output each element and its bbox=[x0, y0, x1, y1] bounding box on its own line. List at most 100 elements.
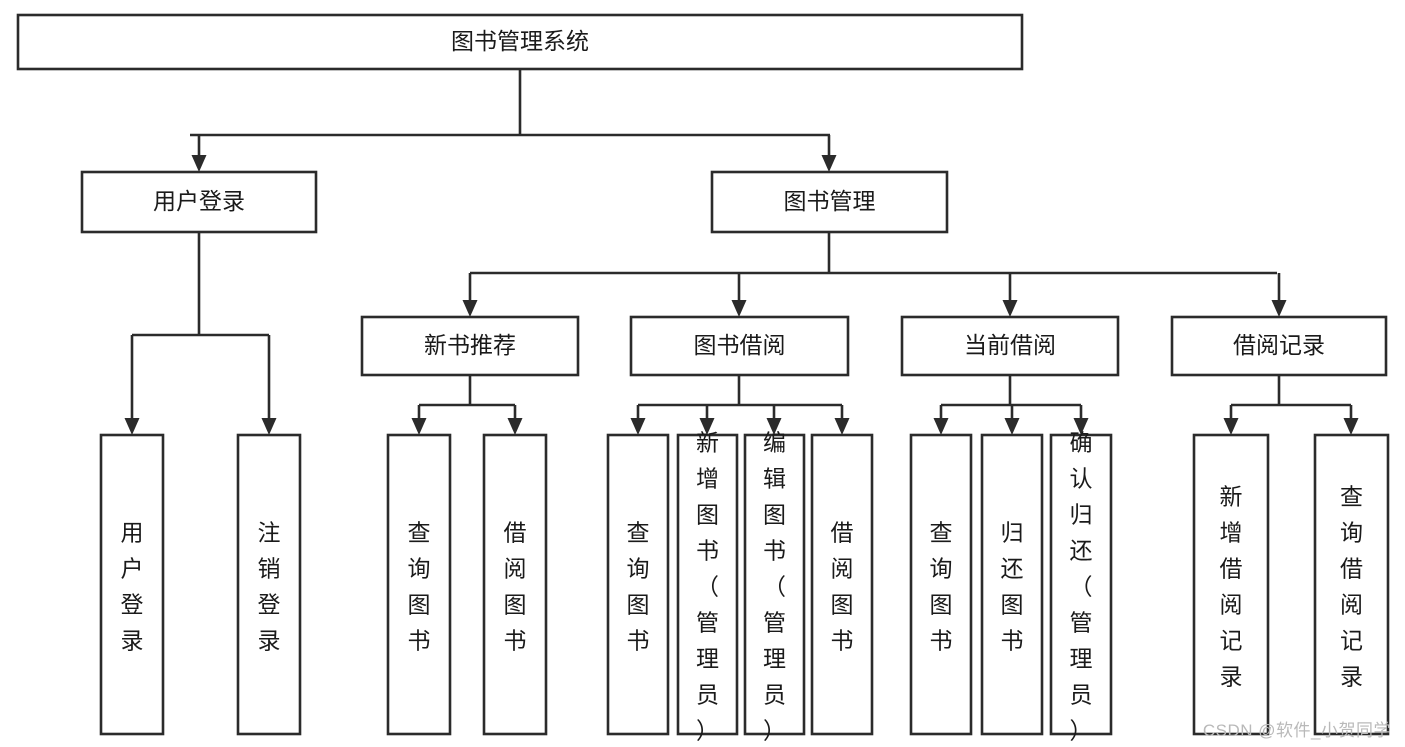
arrow-to-leaf-query-record-head bbox=[1343, 418, 1359, 435]
arrow-to-leaf-query-book-2 bbox=[630, 405, 646, 435]
node-current-borrow[interactable]: 当前借阅 bbox=[900, 315, 1120, 377]
arrow-to-leaf-return-book bbox=[1004, 405, 1020, 435]
node-leaf-query-book-2-label: 查询图书 bbox=[627, 520, 650, 654]
node-book-manage-label: 图书管理 bbox=[784, 188, 876, 214]
node-leaf-add-record[interactable]: 新增借阅记录 bbox=[1192, 433, 1270, 736]
arrow-to-leaf-confirm-return bbox=[1073, 405, 1089, 435]
bus-root bbox=[190, 69, 830, 137]
arrow-to-borrow-record-head bbox=[1271, 300, 1287, 317]
bus-new-book-rec bbox=[419, 375, 515, 407]
node-leaf-query-record-label: 查询借阅记录 bbox=[1340, 484, 1363, 690]
node-user-login[interactable]: 用户登录 bbox=[80, 170, 318, 234]
node-user-login-box[interactable] bbox=[80, 170, 318, 234]
arrow-to-leaf-query-book-3-head bbox=[933, 418, 949, 435]
node-root-box[interactable] bbox=[16, 13, 1024, 71]
node-leaf-logout-label: 注销登录 bbox=[258, 520, 281, 654]
node-user-login-label: 用户登录 bbox=[153, 188, 245, 214]
node-leaf-query-book-3-box[interactable] bbox=[909, 433, 973, 736]
node-leaf-logout-box[interactable] bbox=[236, 433, 302, 736]
arrow-heads-layer bbox=[124, 135, 1359, 435]
node-new-book-rec-box[interactable] bbox=[360, 315, 580, 377]
node-leaf-borrow-book-1[interactable]: 借阅图书 bbox=[482, 433, 548, 736]
node-book-borrow-box[interactable] bbox=[629, 315, 850, 377]
bus-current-borrow bbox=[941, 375, 1081, 407]
arrow-to-leaf-return-book-head bbox=[1004, 418, 1020, 435]
node-leaf-borrow-book-1-label: 借阅图书 bbox=[504, 520, 527, 654]
node-leaf-query-book-1-label: 查询图书 bbox=[408, 520, 431, 654]
node-root[interactable]: 图书管理系统 bbox=[16, 13, 1024, 71]
arrow-to-leaf-confirm-return-head bbox=[1073, 418, 1089, 435]
node-borrow-record[interactable]: 借阅记录 bbox=[1170, 315, 1388, 377]
node-leaf-query-book-1-box[interactable] bbox=[386, 433, 452, 736]
arrow-to-current-borrow-head bbox=[1002, 300, 1018, 317]
node-root-label: 图书管理系统 bbox=[451, 28, 589, 54]
arrow-to-leaf-edit-book-head bbox=[766, 418, 782, 435]
node-leaf-query-book-3[interactable]: 查询图书 bbox=[909, 433, 973, 736]
node-leaf-borrow-book-2-box[interactable] bbox=[810, 433, 874, 736]
arrow-to-leaf-user-login-head bbox=[124, 418, 140, 435]
arrow-to-current-borrow bbox=[1002, 273, 1018, 317]
node-borrow-record-box[interactable] bbox=[1170, 315, 1388, 377]
arrow-to-leaf-add-record bbox=[1223, 405, 1239, 435]
node-leaf-confirm-return[interactable]: 确认归还（管理员） bbox=[1049, 430, 1113, 744]
node-book-manage-box[interactable] bbox=[710, 170, 949, 234]
arrow-to-leaf-query-book-1 bbox=[411, 405, 427, 435]
node-leaf-add-book[interactable]: 新增图书（管理员） bbox=[676, 430, 739, 744]
bus-book-manage bbox=[470, 232, 1277, 275]
node-book-borrow-label: 图书借阅 bbox=[694, 332, 786, 358]
arrow-to-borrow-record bbox=[1271, 273, 1287, 317]
arrow-to-leaf-add-record-head bbox=[1223, 418, 1239, 435]
arrow-to-leaf-query-record bbox=[1343, 405, 1359, 435]
node-leaf-user-login[interactable]: 用户登录 bbox=[99, 433, 165, 736]
node-leaf-add-record-label: 新增借阅记录 bbox=[1220, 484, 1243, 690]
arrow-to-leaf-query-book-2-head bbox=[630, 418, 646, 435]
arrow-to-book-manage bbox=[821, 135, 837, 172]
node-book-borrow[interactable]: 图书借阅 bbox=[629, 315, 850, 377]
arrow-to-user-login bbox=[191, 135, 207, 172]
node-leaf-confirm-return-label: 确认归还（管理员） bbox=[1070, 430, 1093, 744]
arrow-to-leaf-add-book-head bbox=[699, 418, 715, 435]
arrow-to-leaf-borrow-book-2 bbox=[834, 405, 850, 435]
arrow-to-leaf-borrow-book-2-head bbox=[834, 418, 850, 435]
arrow-to-book-manage-head bbox=[821, 155, 837, 172]
arrow-to-leaf-user-login bbox=[124, 335, 140, 435]
node-leaf-edit-book-box[interactable] bbox=[743, 433, 806, 736]
node-leaf-edit-book[interactable]: 编辑图书（管理员） bbox=[743, 430, 806, 744]
node-leaf-query-book-1[interactable]: 查询图书 bbox=[386, 433, 452, 736]
node-leaf-borrow-book-2[interactable]: 借阅图书 bbox=[810, 433, 874, 736]
arrow-to-leaf-borrow-book-1-head bbox=[507, 418, 523, 435]
arrow-to-leaf-edit-book bbox=[766, 405, 782, 435]
node-leaf-add-book-box[interactable] bbox=[676, 433, 739, 736]
node-leaf-return-book[interactable]: 归还图书 bbox=[980, 433, 1044, 736]
node-leaf-query-record-box[interactable] bbox=[1313, 433, 1390, 736]
arrow-to-leaf-logout-head bbox=[261, 418, 277, 435]
node-leaf-confirm-return-box[interactable] bbox=[1049, 433, 1113, 736]
node-leaf-return-book-box[interactable] bbox=[980, 433, 1044, 736]
node-leaf-user-login-label: 用户登录 bbox=[121, 520, 144, 654]
bus-borrow-record bbox=[1231, 375, 1351, 407]
node-leaf-borrow-book-2-label: 借阅图书 bbox=[831, 520, 854, 654]
arrow-to-leaf-query-book-1-head bbox=[411, 418, 427, 435]
node-leaf-query-record[interactable]: 查询借阅记录 bbox=[1313, 433, 1390, 736]
nodes-layer: 图书管理系统用户登录图书管理新书推荐图书借阅当前借阅借阅记录用户登录注销登录查询… bbox=[16, 13, 1390, 744]
node-leaf-edit-book-label: 编辑图书（管理员） bbox=[763, 430, 786, 744]
node-borrow-record-label: 借阅记录 bbox=[1233, 332, 1325, 358]
arrow-to-book-borrow-head bbox=[731, 300, 747, 317]
node-book-manage[interactable]: 图书管理 bbox=[710, 170, 949, 234]
node-leaf-logout[interactable]: 注销登录 bbox=[236, 433, 302, 736]
node-leaf-borrow-book-1-box[interactable] bbox=[482, 433, 548, 736]
arrow-to-book-borrow bbox=[731, 273, 747, 317]
node-new-book-rec[interactable]: 新书推荐 bbox=[360, 315, 580, 377]
arrow-to-leaf-query-book-3 bbox=[933, 405, 949, 435]
node-leaf-add-record-box[interactable] bbox=[1192, 433, 1270, 736]
node-leaf-user-login-box[interactable] bbox=[99, 433, 165, 736]
node-leaf-query-book-2-box[interactable] bbox=[606, 433, 670, 736]
arrow-to-new-book-rec bbox=[462, 273, 478, 317]
node-leaf-query-book-2[interactable]: 查询图书 bbox=[606, 433, 670, 736]
arrow-to-new-book-rec-head bbox=[462, 300, 478, 317]
arrow-to-leaf-borrow-book-1 bbox=[507, 405, 523, 435]
node-current-borrow-box[interactable] bbox=[900, 315, 1120, 377]
node-new-book-rec-label: 新书推荐 bbox=[424, 332, 516, 358]
